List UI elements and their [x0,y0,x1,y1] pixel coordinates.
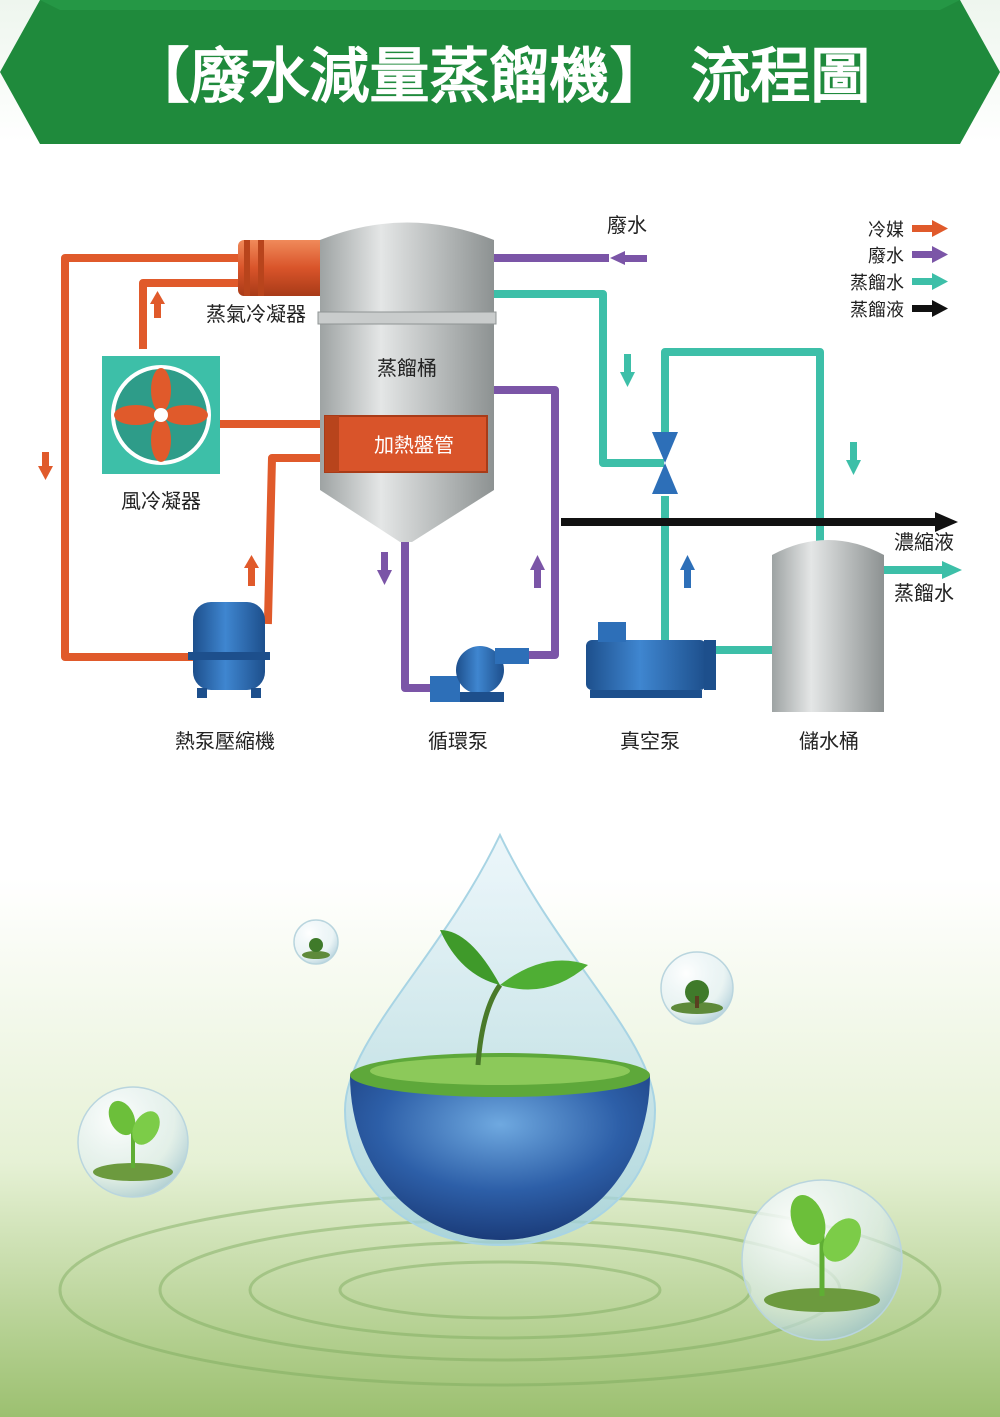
steam-condenser-label: 蒸氣冷凝器 [206,302,306,326]
legend: 冷媒 廢水 蒸餾水 蒸餾液 [850,220,948,321]
air-condenser-label: 風冷凝器 [121,489,201,513]
title-banner: 【廢水減量蒸餾機】 流程圖 [0,0,1000,144]
arrow-up-icon [530,555,545,588]
storage-tank-label: 儲水桶 [799,729,859,753]
concentrate-outlet-arrowhead [935,512,958,532]
flow-arrows [38,251,861,588]
vacuum-pump-label: 真空泵 [620,729,680,753]
refrigerant-pipe-compressor-to-coil [263,454,329,625]
distill-tank-label: 蒸餾桶 [377,356,437,380]
waste-pipe-return [491,386,559,659]
bubble-medium-left [77,1086,189,1198]
legend-item-refrigerant: 冷媒 [868,220,948,241]
sprout-icon [440,930,588,1066]
legend-arrow-icon [932,273,948,290]
arrow-left-icon [610,251,647,265]
vacuum-pump [586,622,716,698]
legend-item-waste: 廢水 [868,246,948,267]
arrow-down-icon [377,552,392,585]
legend-arrow-icon [932,300,948,317]
arrow-up-icon [244,555,259,586]
bubble-large-right [741,1179,903,1341]
circulation-pump [430,646,529,702]
arrow-up-icon [680,555,695,588]
arrow-down-icon [846,442,861,475]
page-title: 【廢水減量蒸餾機】 流程圖 [130,42,871,112]
bubble-small-right [660,951,734,1025]
refrigerant-pipe-left-loop [61,254,242,661]
legend-item-distilled: 蒸餾水 [850,273,948,294]
arrow-down-icon [38,452,53,480]
legend-arrow-icon [932,220,948,237]
legend-label: 冷媒 [868,220,904,241]
bubble-small-left [293,919,339,965]
concentrate-outlet-label: 濃縮液 [894,530,954,554]
valve-icon [652,432,678,494]
distilled-outlet-arrowhead [942,561,962,579]
distilled-outlet-label: 蒸餾水 [894,581,954,605]
heating-coil-label: 加熱盤管 [374,433,454,457]
pipes [61,254,949,692]
legend-label: 蒸餾液 [850,300,904,321]
waste-pipe-tank-to-pump [401,536,434,692]
refrigerant-pipe-condenser-feed [139,279,242,349]
storage-tank [772,540,884,712]
distilled-pipe-tank-to-valve [491,290,664,467]
legend-item-concentrate: 蒸餾液 [850,300,948,321]
earth-globe [350,1075,650,1240]
arrow-up-icon [150,291,165,318]
distillation-tank [317,222,497,542]
waste-water-inlet-label: 廢水 [607,213,647,237]
eco-illustration [58,832,942,1387]
air-condenser [102,356,220,474]
legend-arrow-icon [932,246,948,263]
distilled-pipe-loop [661,348,824,544]
arrow-down-icon [620,354,635,387]
fan-icon [114,368,208,462]
heat-pump-compressor [188,602,270,698]
legend-label: 蒸餾水 [850,273,904,294]
compressor-label: 熱泵壓縮機 [175,729,275,753]
circulation-pump-label: 循環泵 [428,729,488,753]
steam-condenser [238,240,326,296]
legend-label: 廢水 [868,246,904,267]
heating-coil [324,415,488,473]
